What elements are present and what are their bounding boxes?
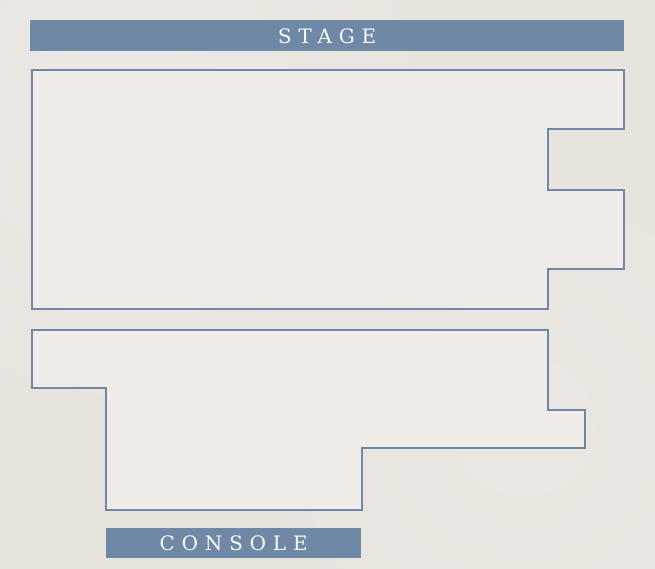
stage-label: STAGE [30, 20, 624, 51]
main-floor-section [31, 69, 625, 310]
stage-label-text: STAGE [277, 23, 383, 48]
console-label: CONSOLE [106, 528, 361, 558]
console-label-text: CONSOLE [159, 531, 315, 555]
rear-floor-section [31, 329, 586, 511]
